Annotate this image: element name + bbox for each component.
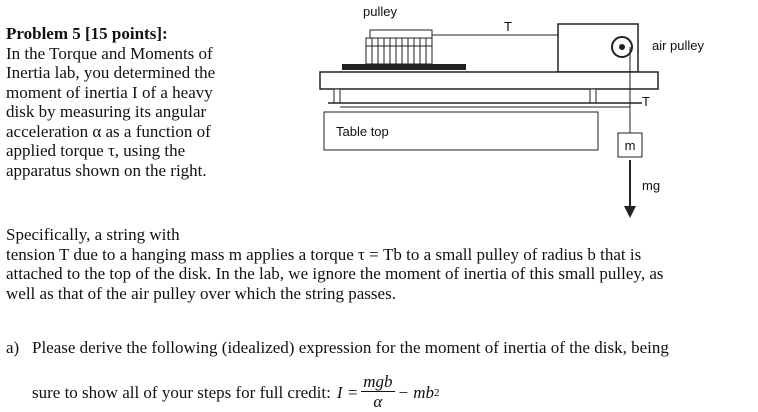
formula-numerator: mgb [361, 372, 395, 392]
air-pulley-axle [619, 44, 625, 50]
small-pulley [369, 29, 433, 39]
part-a-label: a) [6, 338, 20, 357]
intro-line: disk by measuring its angular [6, 102, 207, 121]
formula-exponent: 2 [434, 386, 440, 399]
body-line: attached to the top of the disk. In the … [6, 264, 664, 283]
weight-arrow-head [624, 206, 636, 218]
intro-line: Inertia lab, you determined the [6, 63, 216, 82]
part-a: a) Please derive the following (idealize… [6, 338, 754, 412]
disk-base-plate [342, 64, 466, 70]
formula-rhs: − mb [397, 382, 435, 402]
intro-line: applied torque τ, using the [6, 141, 186, 160]
heavy-disk [365, 37, 433, 65]
label-pulley: pulley [363, 4, 397, 19]
intro-line: apparatus shown on the right. [6, 160, 207, 180]
body-line: well as that of the air pulley over whic… [6, 283, 396, 303]
formula-denominator: α [373, 392, 383, 411]
label-tension-top: T [504, 19, 512, 34]
body-line: Specifically, a string with [6, 225, 180, 244]
disk-ribbing [366, 38, 432, 64]
part-a-line2-prefix: sure to show all of your steps for full … [32, 382, 331, 402]
label-tension-side: T [642, 94, 650, 109]
label-mass: m [625, 138, 636, 153]
platform [319, 71, 659, 90]
label-table-top: Table top [336, 124, 389, 139]
leveling-feet [333, 88, 597, 104]
problem-body: Specifically, a string with tension T du… [6, 225, 754, 303]
apparatus-diagram: T pulley air pulley Table top T m mg [319, 4, 705, 218]
hanging-mass [617, 132, 643, 158]
formula-lhs: I = [336, 382, 359, 402]
problem-intro: Problem 5 [15 points]: In the Torque and… [6, 24, 306, 180]
label-air-pulley: air pulley [652, 38, 705, 53]
intro-line: acceleration α as a function of [6, 121, 211, 141]
part-a-line1: Please derive the following (idealized) … [32, 338, 669, 357]
label-weight: mg [642, 178, 660, 193]
intro-line: In the Torque and Moments of [6, 43, 213, 63]
formula-fraction: mgb α [361, 372, 395, 412]
intro-line: moment of inertia I of a heavy [6, 82, 213, 102]
body-line: tension T due to a hanging mass m applie… [6, 244, 642, 264]
problem-title: Problem 5 [15 points]: [6, 24, 168, 43]
table-top [323, 111, 599, 151]
